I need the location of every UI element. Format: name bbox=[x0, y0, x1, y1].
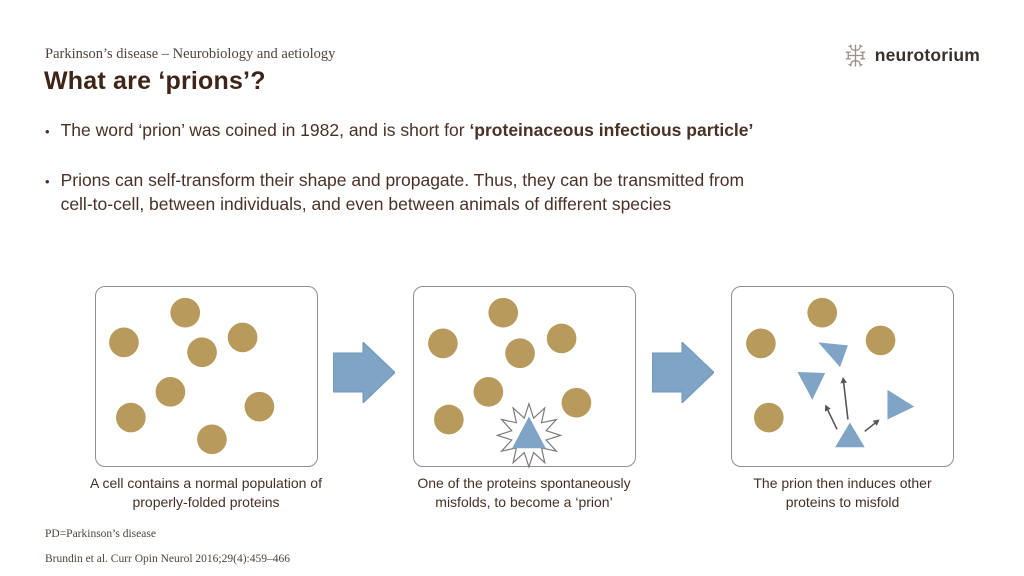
diagram-panel-2-canvas bbox=[428, 297, 592, 469]
panel-caption-2: One of the proteins spontaneously misfol… bbox=[417, 475, 631, 511]
protein-circle bbox=[473, 376, 504, 407]
slide-eyebrow: Parkinson’s disease – Neurobiology and a… bbox=[45, 46, 336, 62]
abbreviation-footnote: PD=Parkinson’s disease bbox=[45, 528, 156, 540]
step-arrow-right-icon bbox=[333, 342, 395, 403]
protein-circle bbox=[807, 297, 838, 328]
protein-circle bbox=[488, 297, 519, 328]
protein-circle bbox=[505, 338, 535, 369]
prion-triangle bbox=[887, 389, 915, 420]
bullet-list: • The word ‘prion’ was coined in 1982, a… bbox=[45, 119, 773, 216]
induction-arrow-head bbox=[872, 419, 880, 426]
prion-triangle bbox=[797, 372, 826, 400]
panel-caption-1: A cell contains a normal population of p… bbox=[90, 475, 322, 511]
induction-arrow-line bbox=[825, 407, 838, 430]
protein-circle bbox=[244, 391, 275, 422]
page-title: What are ‘prions’? bbox=[44, 67, 266, 95]
protein-circle bbox=[753, 402, 784, 433]
induction-arrow-head bbox=[824, 404, 831, 412]
panel-caption-3: The prion then induces other proteins to… bbox=[753, 475, 932, 511]
bullet-marker: • bbox=[45, 124, 50, 139]
induction-arrow-line bbox=[842, 380, 849, 420]
prion-triangle bbox=[835, 422, 865, 448]
protein-circle bbox=[116, 402, 146, 433]
protein-circle bbox=[428, 328, 458, 359]
prion-triangle bbox=[818, 342, 848, 368]
bullet-text-2: Prions can self-transform their shape an… bbox=[60, 170, 745, 214]
diagram-panel-3-canvas bbox=[746, 297, 915, 448]
bullet-item-2: • Prions can self-transform their shape … bbox=[45, 169, 773, 216]
protein-circle bbox=[227, 322, 258, 353]
bullet-item-1: • The word ‘prion’ was coined in 1982, a… bbox=[45, 119, 773, 142]
protein-circle bbox=[170, 297, 201, 328]
protein-circle bbox=[746, 328, 776, 359]
brand-logo-text: neurotorium bbox=[874, 45, 980, 65]
protein-circle bbox=[561, 387, 592, 418]
step-arrow-right-icon bbox=[652, 342, 714, 403]
induction-arrow-head bbox=[840, 376, 847, 384]
reference-citation: Brundin et al. Curr Opin Neurol 2016;29(… bbox=[45, 553, 290, 565]
protein-circle bbox=[197, 424, 227, 455]
diagram-panel-misfold bbox=[413, 286, 636, 469]
brand-logo: neurotorium bbox=[842, 42, 980, 69]
protein-circle bbox=[187, 337, 217, 368]
diagram-panel-1-canvas bbox=[109, 297, 275, 455]
diagram-panel-induced-misfold bbox=[731, 286, 954, 467]
bullet-marker: • bbox=[45, 174, 50, 190]
protein-circle bbox=[434, 404, 464, 435]
protein-circle bbox=[155, 376, 186, 407]
diagram-panel-normal-proteins bbox=[95, 286, 318, 467]
protein-circle bbox=[546, 323, 577, 354]
protein-circle bbox=[865, 325, 896, 356]
prion-triangle bbox=[512, 416, 546, 449]
protein-circle bbox=[109, 327, 139, 358]
bullet-text-1: The word ‘prion’ was coined in 1982, and… bbox=[60, 120, 754, 140]
neurotorium-brain-icon bbox=[845, 44, 866, 67]
